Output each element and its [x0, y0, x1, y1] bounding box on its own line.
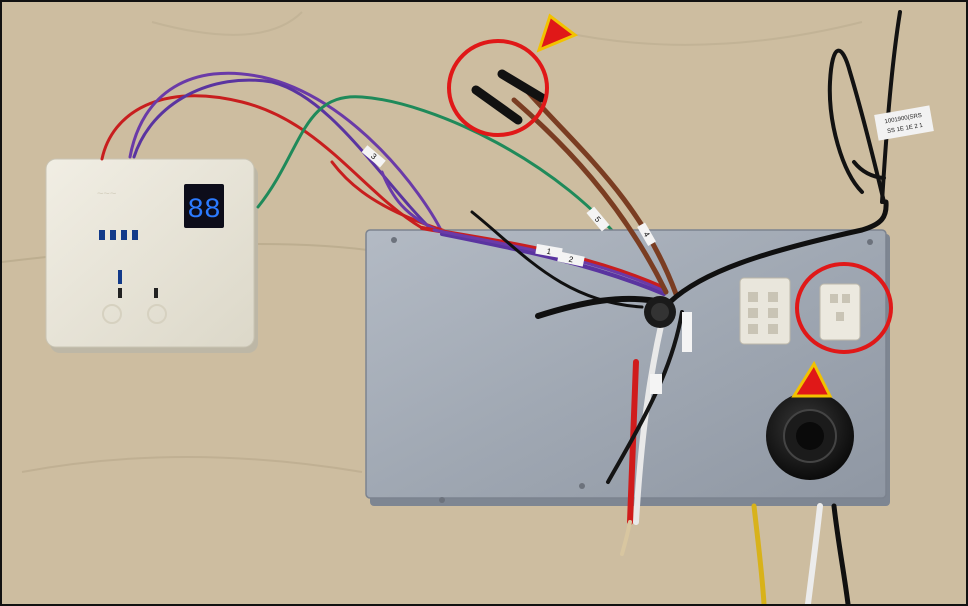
sensor-cable	[827, 10, 902, 204]
triangle-marker-top	[536, 13, 578, 53]
six-pin-connector	[739, 277, 791, 345]
highlight-circle-connector	[795, 262, 893, 354]
power-button-icon	[102, 304, 122, 324]
svg-text:1: 1	[546, 247, 552, 257]
svg-text:~~~: ~~~	[97, 188, 116, 200]
bottom-wires	[751, 503, 851, 604]
svg-text:2: 2	[568, 255, 575, 265]
cable-tag: 1001900(SRS SS 1E 1E 2 1	[874, 105, 934, 141]
cable-gland	[766, 392, 854, 480]
triangle-marker-gland	[791, 360, 833, 398]
mode-button-icon	[147, 304, 167, 324]
control-panel: 88 ~~~	[45, 158, 258, 353]
wire-labels: 1 2 5 4 3	[361, 145, 692, 394]
wire-bundle	[420, 89, 889, 556]
svg-text:5: 5	[593, 215, 603, 225]
small-connector	[819, 283, 861, 341]
seven-segment-display	[184, 184, 224, 228]
display-digits: 88	[187, 195, 221, 226]
svg-text:4: 4	[642, 230, 652, 239]
svg-text:3: 3	[369, 152, 379, 162]
sensor-probes	[471, 69, 547, 125]
highlight-circle-probes	[447, 39, 549, 137]
